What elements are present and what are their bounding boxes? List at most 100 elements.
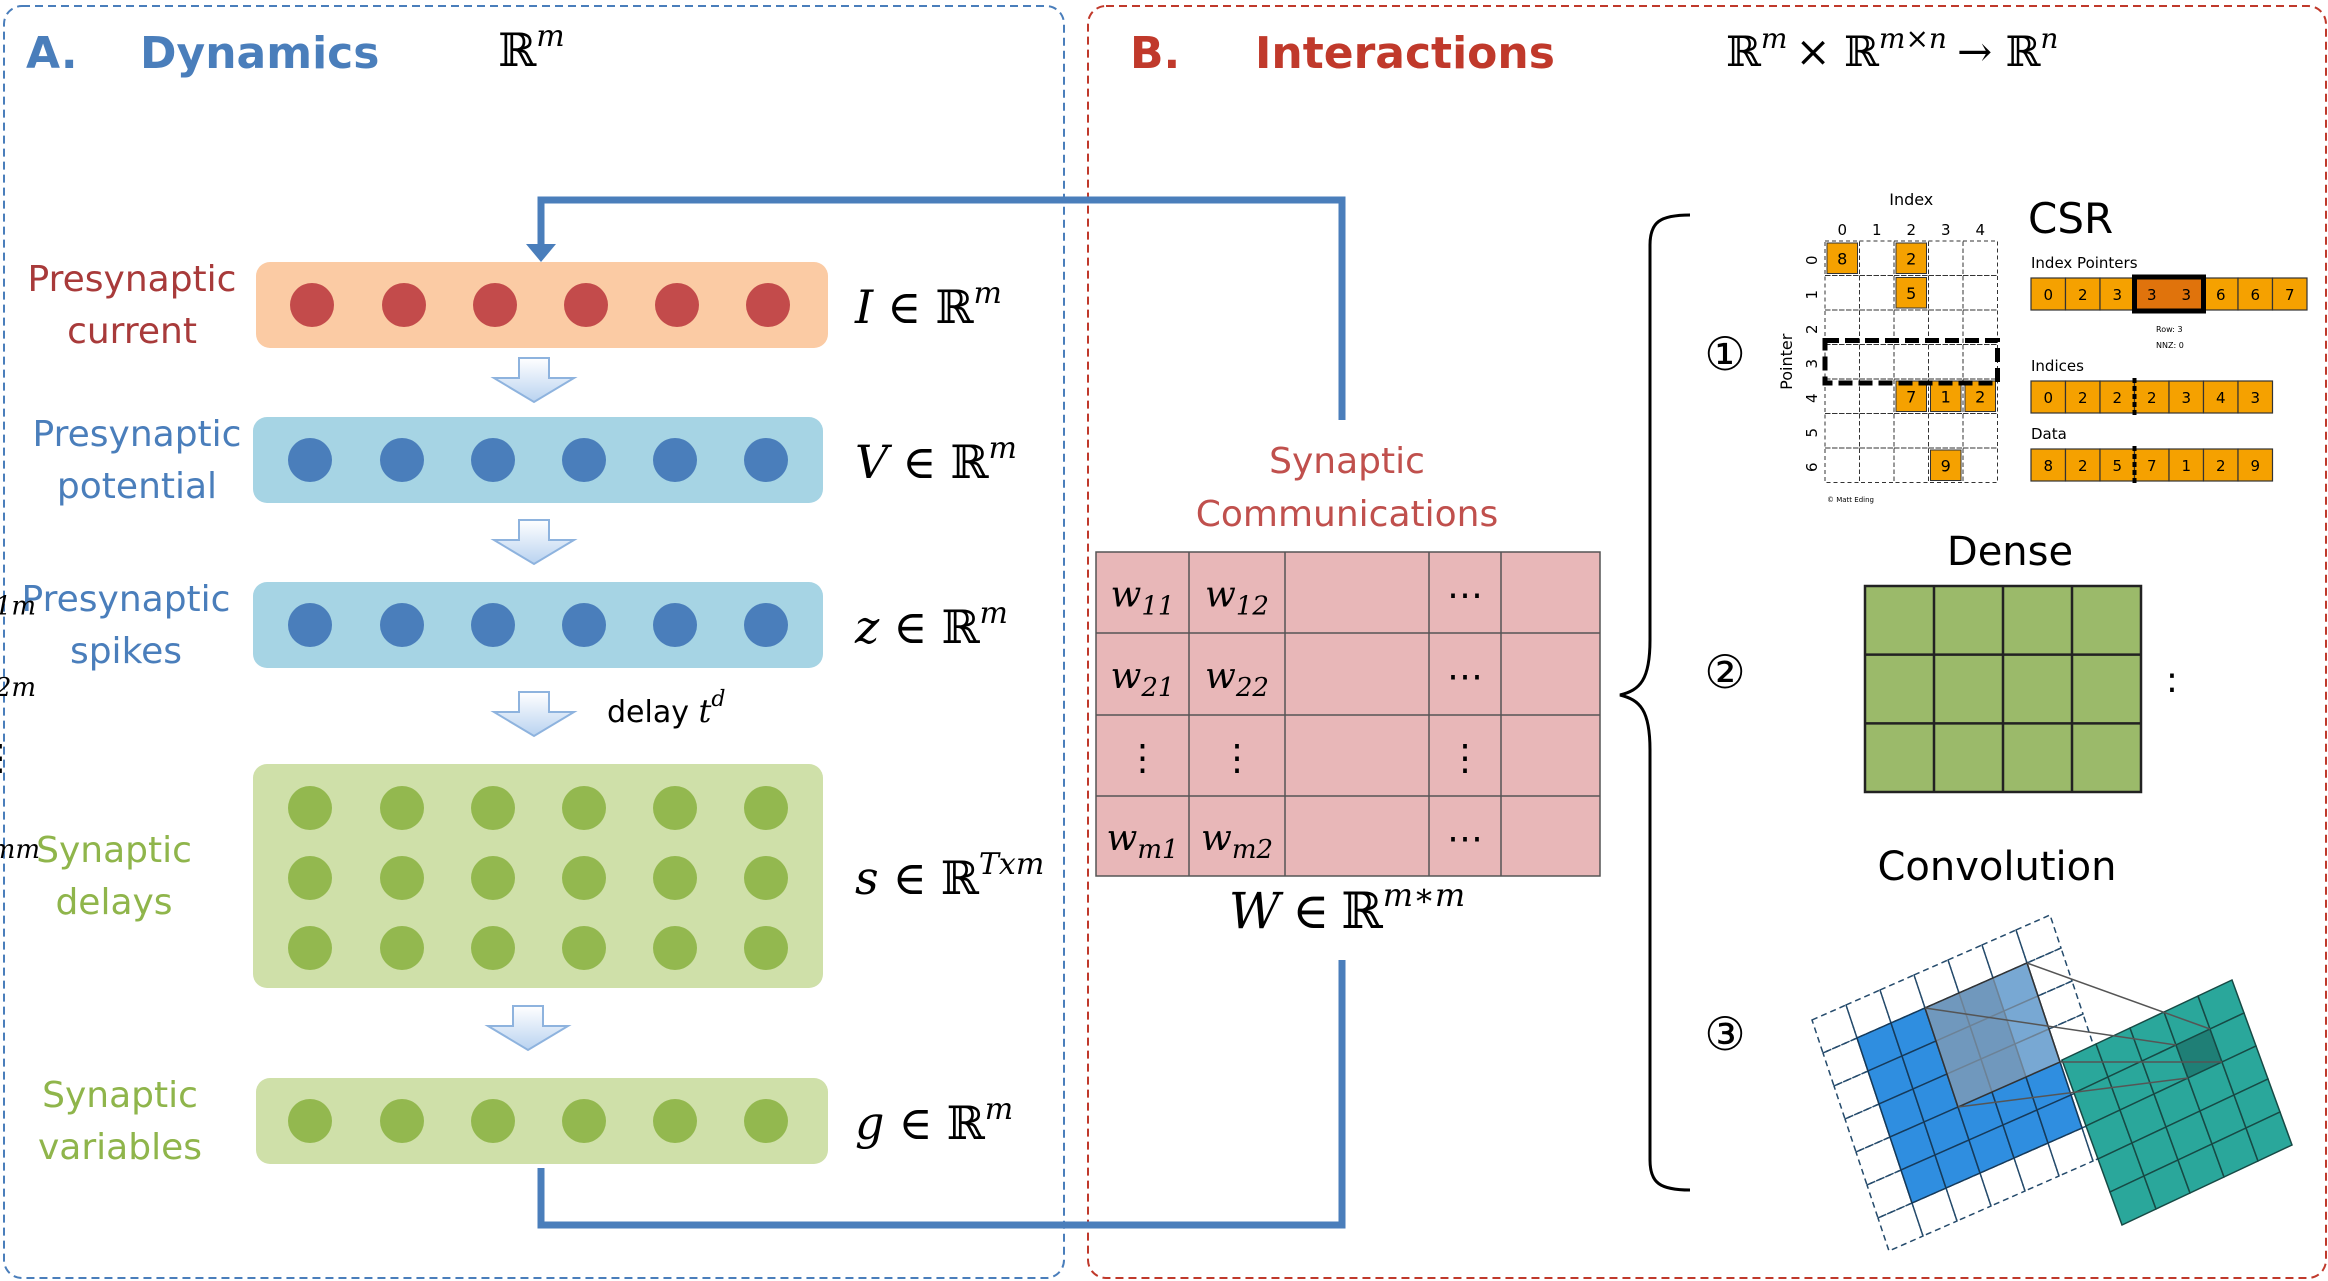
csr-array-text: 2: [2078, 457, 2088, 475]
csr-grid-cell: [1859, 240, 1895, 276]
csr-grid-cell: [1962, 240, 1998, 276]
csr-array-cell: [2099, 380, 2136, 414]
csr-pointer-highlight: [2132, 274, 2206, 314]
matrix-cell: ⋯: [1447, 818, 1483, 859]
neuron-dot: [744, 856, 788, 900]
csr-value-text: 9: [1941, 456, 1951, 475]
neuron-dot: [564, 283, 608, 327]
csr-row-tick: 3: [1803, 359, 1821, 369]
csr-array-text: 3: [2147, 286, 2157, 304]
neuron-dot: [473, 283, 517, 327]
csr-array-cell: [2099, 277, 2136, 311]
matrix-cell: w1m: [0, 575, 36, 622]
neuron-dot: [380, 926, 424, 970]
csr-array-text: 6: [2216, 286, 2226, 304]
matrix-cell: wmm: [0, 818, 40, 865]
layer-label-1-line1: Presynaptic: [33, 414, 242, 455]
neuron-dot: [290, 283, 334, 327]
csr-grid-cell: [1859, 413, 1895, 449]
csr-array-cell: [2133, 380, 2170, 414]
csr-col-tick: 1: [1872, 221, 1882, 239]
conv-input-pad-cell: [1877, 1201, 1924, 1253]
csr-grid-cell: [1928, 275, 1964, 311]
panel-a-title: Dynamics: [140, 28, 379, 79]
csr-value-text: 8: [1837, 249, 1847, 268]
csr-value-cell: [1895, 277, 1927, 309]
conv-input-cell: [2036, 1093, 2083, 1145]
neuron-dot: [562, 1099, 606, 1143]
csr-indices-label: Indices: [2031, 357, 2084, 375]
csr-array-text: 6: [2250, 286, 2260, 304]
neuron-dot: [653, 856, 697, 900]
csr-row-tick: 2: [1803, 324, 1821, 334]
csr-array-text: 2: [2078, 389, 2088, 407]
neuron-dot: [471, 786, 515, 830]
weight-var-label: W∈ℝm∗m: [1229, 876, 1465, 940]
convolution-illustration: [1811, 913, 2293, 1253]
matrix-cell: w21: [1111, 656, 1175, 703]
neuron-dot: [653, 786, 697, 830]
csr-array-cell: [2237, 380, 2274, 414]
csr-array-cell: [2237, 448, 2274, 482]
dense-ellipsis: :: [2166, 660, 2178, 701]
csr-credit: © Matt Eding: [1827, 496, 1874, 504]
panel-b-title: Interactions: [1255, 28, 1555, 79]
csr-grid-cell: [1962, 447, 1998, 483]
layer-label-4-line2: variables: [38, 1127, 202, 1168]
csr-grid-cell: [1824, 447, 1860, 483]
syn-label-line1: Synaptic: [1269, 441, 1425, 482]
neuron-dot: [746, 283, 790, 327]
marker-3: ③: [1704, 1007, 1745, 1061]
layer-label-1-line2: potential: [57, 466, 217, 507]
layer-box-3: [253, 764, 823, 988]
csr-row-tick: 5: [1803, 428, 1821, 438]
csr-array-text: 1: [2181, 457, 2191, 475]
layer-box-4: [256, 1078, 828, 1164]
neuron-dot: [288, 786, 332, 830]
conv-title: Convolution: [1878, 844, 2117, 890]
csr-value-text: 1: [1941, 387, 1951, 406]
matrix-cell: w2m: [0, 656, 36, 703]
layer-label-3-line2: delays: [55, 882, 172, 923]
csr-array-text: 8: [2043, 457, 2053, 475]
csr-array-cell: [2202, 380, 2239, 414]
neuron-dot: [562, 856, 606, 900]
neuron-dot: [471, 438, 515, 482]
panel-a-letter: A.: [26, 28, 78, 79]
csr-value-cell: [1964, 380, 1996, 412]
down-arrow-3: [484, 1005, 572, 1052]
neuron-dot: [380, 438, 424, 482]
csr-value-text: 5: [1906, 284, 1916, 303]
csr-pointer-label: Pointer: [1777, 333, 1796, 390]
layer-label-2-line1: Presynaptic: [22, 579, 231, 620]
conv-projection-line: [1957, 1077, 2189, 1108]
layer-box-2: [253, 582, 823, 668]
panel-b-mapping: ℝm× ℝm×n→ ℝn: [1726, 22, 2058, 76]
csr-value-text: 2: [1906, 249, 1916, 268]
csr-grid-cell: [1962, 275, 1998, 311]
panel-a-border: [3, 5, 1065, 1279]
csr-array-text: 3: [2250, 389, 2260, 407]
matrix-cell: ⋮: [1219, 738, 1255, 779]
neuron-dot: [562, 786, 606, 830]
csr-index-pointers-label: Index Pointers: [2031, 254, 2138, 272]
neuron-dot: [471, 926, 515, 970]
options-brace: [1619, 213, 1691, 1192]
matrix-cell: ⋮: [1125, 738, 1161, 779]
csr-row-note: Row: 3: [2156, 325, 2183, 334]
matrix-cell: w12: [1205, 575, 1269, 622]
syn-label-line2: Communications: [1196, 494, 1499, 535]
feedback-arrow-top: [537, 196, 1346, 420]
csr-array-text: 2: [2147, 389, 2157, 407]
matrix-cell: w11: [1111, 575, 1175, 622]
matrix-cell: w22: [1205, 656, 1269, 703]
csr-array-cell: [2271, 277, 2308, 311]
neuron-dot: [471, 603, 515, 647]
layer-box-0: [256, 262, 828, 348]
csr-col-tick: 3: [1941, 221, 1951, 239]
marker-2: ②: [1704, 645, 1745, 699]
csr-array-cell: [2133, 448, 2170, 482]
csr-grid-cell: [1928, 344, 1964, 380]
